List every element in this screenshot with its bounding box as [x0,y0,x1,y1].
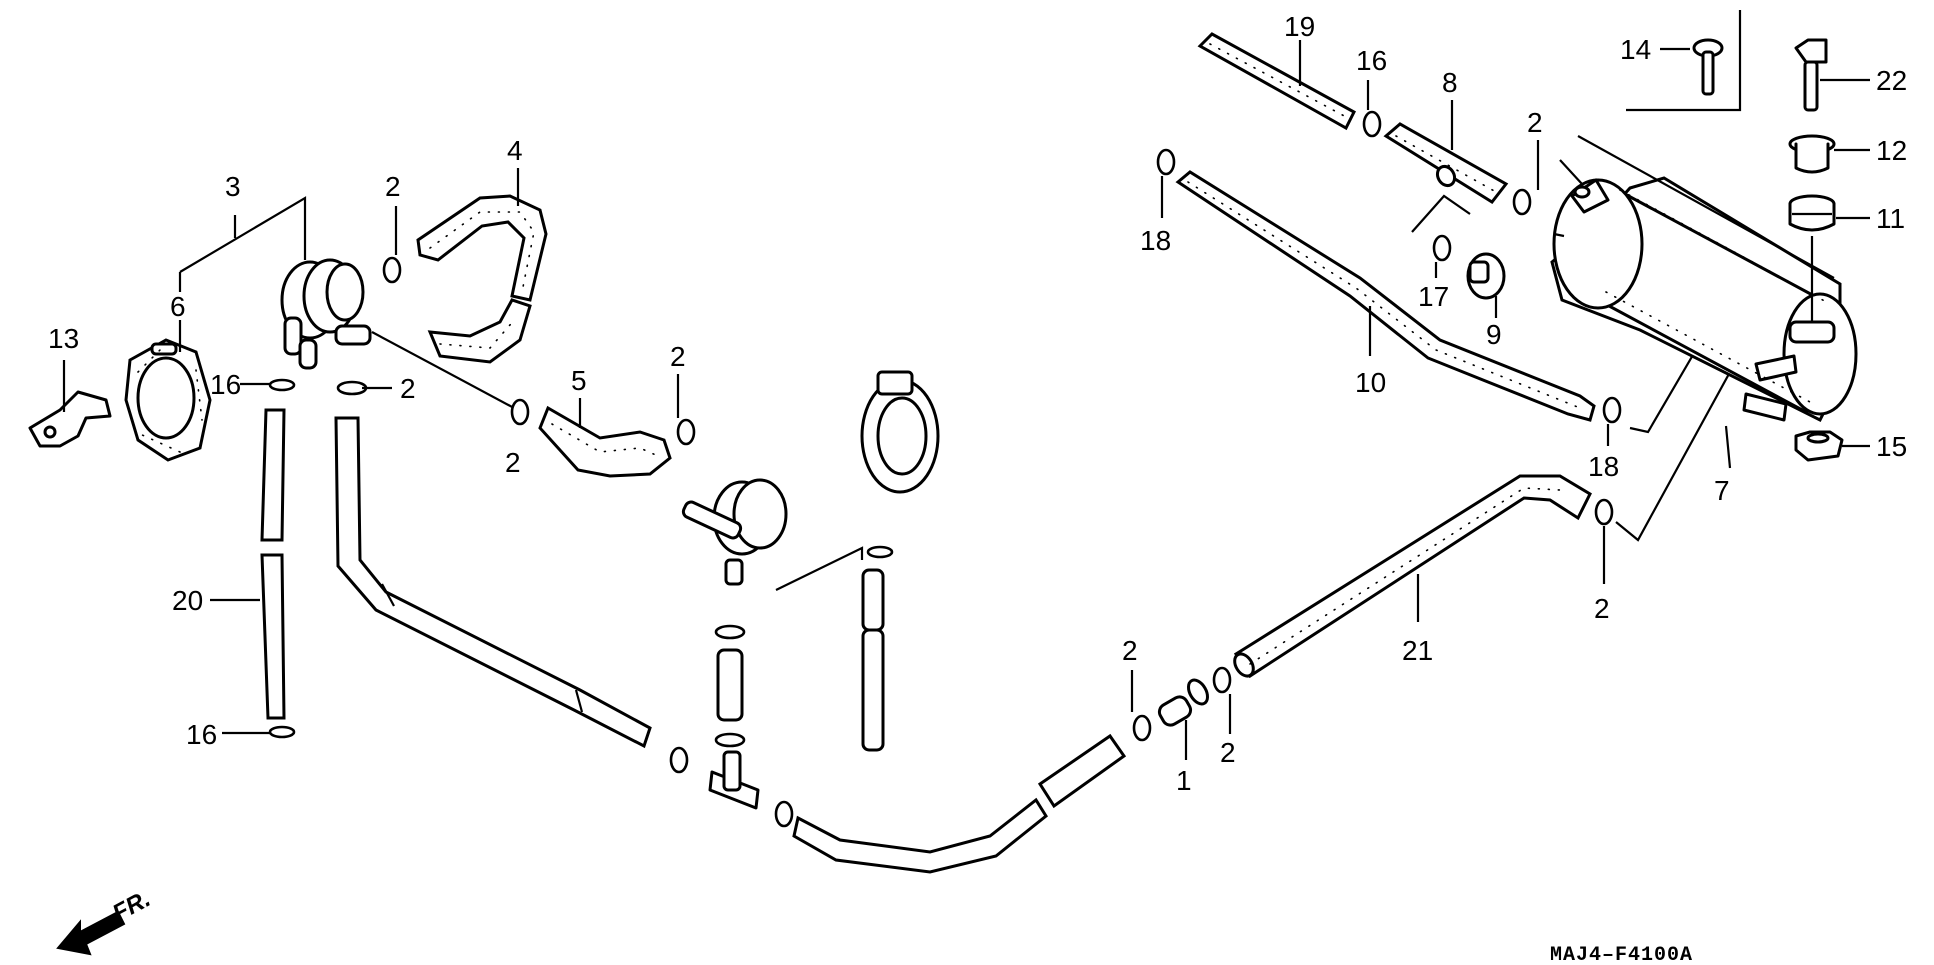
callout-3: 3 [225,171,241,202]
clamp-2-mid [510,398,530,426]
callout-6: 6 [170,291,186,322]
clamp-center-pipe [714,624,746,640]
frame-14 [1626,10,1742,112]
callout-13: 13 [48,323,79,354]
clamp-right-pipe [866,545,894,559]
part-21-hose [1233,474,1592,679]
callout-14: 14 [1620,34,1651,65]
part-5-hose [538,405,672,478]
clamp-2-right-joint [1212,666,1232,694]
clamp-center-pipe-b [714,732,746,748]
callout-22: 22 [1876,65,1907,96]
callout-11: 11 [1876,203,1905,234]
callout-1: 1 [1176,765,1192,796]
callout-2c: 2 [505,447,521,478]
callout-7: 7 [1714,475,1730,506]
callout-10: 10 [1355,367,1386,398]
callout-2f: 2 [1220,737,1236,768]
part-22-bolt [1794,38,1828,112]
long-hose [334,416,652,749]
front-arrow-icon [56,910,126,956]
callout-12: 12 [1876,135,1907,166]
callout-8: 8 [1442,67,1458,98]
leader-valve-5 [371,331,515,409]
callout-18a: 18 [1140,225,1171,256]
callout-2h: 2 [1527,107,1543,138]
callout-5: 5 [571,365,587,396]
part-7-canister [1550,176,1858,423]
callout-2g: 2 [1594,593,1610,624]
clamp-18-top [1156,148,1176,176]
callout-15: 15 [1876,431,1907,462]
callout-16b: 16 [1356,45,1387,76]
callout-18b: 18 [1588,451,1619,482]
leader-7a [1553,159,1583,238]
leader-7b [1577,135,1835,279]
part-10-hose [1175,170,1596,422]
callout-2e: 2 [1122,635,1138,666]
callout-2d: 2 [670,341,686,372]
callout-20: 20 [172,585,203,616]
part-6-holder [124,338,212,462]
part-4-hose [416,194,548,364]
part-1-joint [1157,678,1209,727]
clamp-2-valve [336,380,368,396]
clamp-16-bottom [268,725,296,739]
part-11-grommet [1788,194,1836,232]
clamp-center-left [669,746,689,774]
clamp-16-top [268,378,296,392]
clamp-17 [1432,234,1452,262]
leader-2g-b [1615,371,1731,542]
callout-2b: 2 [400,373,416,404]
callout-9: 9 [1486,319,1502,350]
clamp-2-hose21 [1594,498,1614,526]
clamp-18-bottom [1602,396,1622,424]
callout-16c: 16 [186,719,217,750]
part-20-hose [260,408,286,720]
clamp-2-top [382,256,402,284]
clamp-16-right [1362,110,1382,138]
callout-21: 21 [1402,635,1433,666]
part-3-valve [280,258,372,370]
callout-19: 19 [1284,11,1315,42]
leader-3 [178,196,307,292]
part-9-valve [1466,252,1506,300]
part-12-collar [1788,134,1836,174]
diagram-code: MAJ4–F4100A [1550,944,1693,965]
part-19-hose [1197,32,1356,131]
bottom-hose [792,733,1127,874]
callout-2a: 2 [385,171,401,202]
leader-17a [1411,194,1471,233]
leader-center [775,546,864,591]
part-14-bolt [1692,38,1724,96]
callout-4: 4 [507,135,523,166]
leader-7 [1724,425,1732,469]
callout-16a: 16 [210,369,241,400]
clamp-t-right [774,800,794,828]
center-pipe [716,648,744,722]
part-13-bracket [28,390,112,448]
part-8-hose [1383,122,1509,204]
t-joint [708,750,760,810]
center-holder [860,370,940,494]
right-center-pipe [861,568,885,752]
clamp-2-left-joint [1132,714,1152,742]
clamp-2-p8 [1512,188,1532,216]
callout-17: 17 [1418,281,1449,312]
center-valve [681,478,788,586]
leader-18b-b [1629,335,1705,434]
part-15-nut [1794,430,1844,462]
clamp-2-p5 [676,418,696,446]
